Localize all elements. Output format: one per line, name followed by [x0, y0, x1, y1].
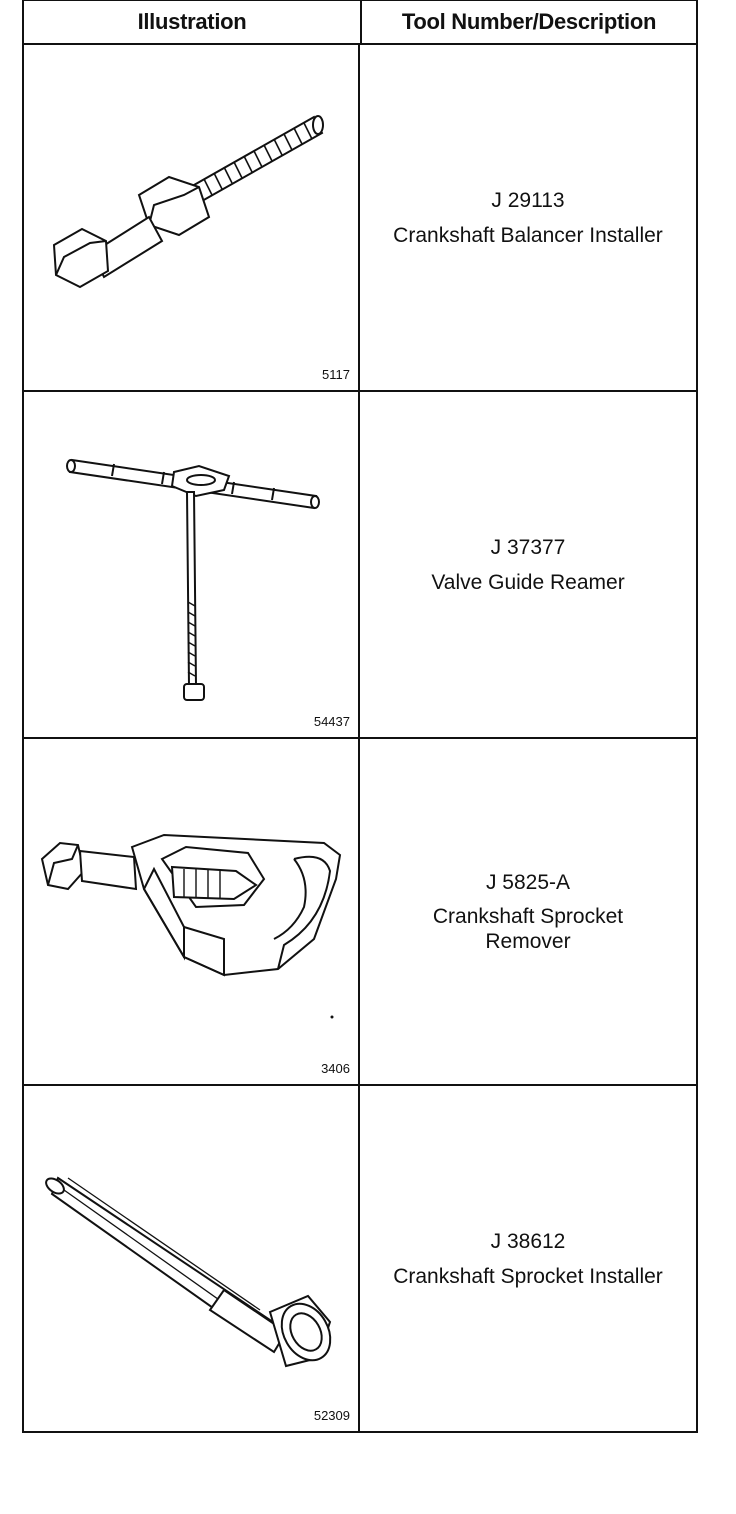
tool-number: J 29113	[491, 188, 565, 212]
table-row: 54437 J 37377 Valve Guide Reamer	[24, 392, 696, 739]
table-row: 5117 J 29113 Crankshaft Balancer Install…	[24, 45, 696, 392]
tool-description-cell: J 29113 Crankshaft Balancer Installer	[360, 45, 696, 390]
tool-number: J 38612	[490, 1229, 566, 1253]
tool-table: Illustration Tool Number/Description	[22, 0, 698, 1433]
table-header: Illustration Tool Number/Description	[24, 1, 696, 45]
tool-header: Tool Number/Description	[401, 9, 657, 34]
tool-description-cell: J 38612 Crankshaft Sprocket Installer	[360, 1086, 696, 1431]
illustration-cell: 5117	[24, 45, 360, 390]
table-row: 52309 J 38612 Crankshaft Sprocket Instal…	[24, 1086, 696, 1431]
illustration-cell: 54437	[24, 392, 360, 737]
tool-description: Crankshaft Balancer Installer	[393, 223, 663, 247]
figure-number: 54437	[313, 714, 350, 729]
illustration-header: Illustration	[24, 1, 362, 43]
tool-number: J 5825-A	[485, 871, 571, 894]
balancer-installer-bolt-icon	[52, 115, 324, 289]
figure-number: 3406	[321, 1061, 350, 1076]
sprocket-installer-tube-icon	[45, 1176, 332, 1368]
tool-description: Valve Guide Reamer	[431, 570, 625, 594]
illustration-cell: 52309	[24, 1086, 360, 1431]
tool-description-cell: J 5825-A Crankshaft Sprocket Remover	[360, 739, 696, 1084]
sprocket-puller-icon	[40, 833, 342, 1019]
tool-description-cell: J 37377 Valve Guide Reamer	[360, 392, 696, 737]
t-handle-reamer-icon	[66, 458, 320, 701]
tool-description: Crankshaft Sprocket Installer	[393, 1264, 663, 1288]
tool-description: Crankshaft Sprocket Remover	[432, 905, 624, 953]
tool-number: J 37377	[490, 535, 566, 559]
figure-number: 5117	[322, 367, 350, 382]
illustration-cell: 3406	[24, 739, 360, 1084]
table-row: 3406 J 5825-A Crankshaft Sprocket Remove…	[24, 739, 696, 1086]
figure-number: 52309	[313, 1408, 350, 1423]
